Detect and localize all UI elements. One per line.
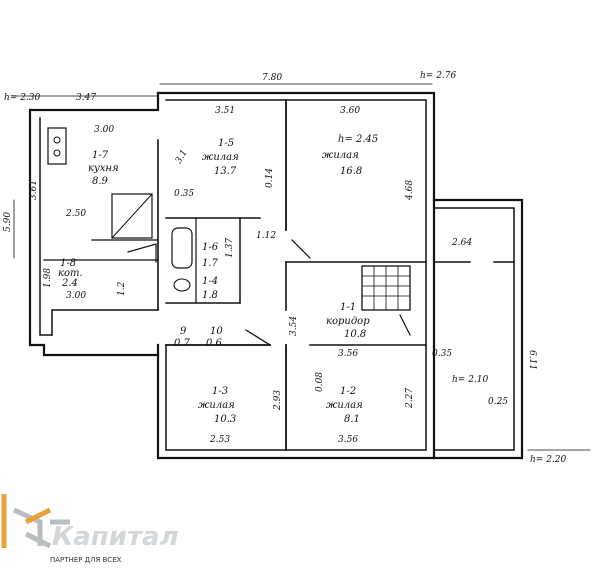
ext-ceiling-dim: h= 2.10: [452, 375, 489, 385]
wall-014-dim: 0.14: [265, 168, 275, 188]
room-r14-area: 16.8: [340, 166, 362, 177]
room-1-4-id: 1-4: [202, 276, 218, 287]
r12-width-dim: 3.56: [338, 435, 358, 445]
left-wing-dim: 3.47: [76, 93, 96, 103]
ext-height-dim: 6.11: [527, 350, 537, 370]
r16-width-dim: 1.12: [256, 231, 276, 241]
room-1-2-id: 1-2: [340, 386, 356, 397]
diag-31-dim: 3.1: [174, 148, 190, 165]
room-1-5-id: 1-5: [218, 138, 234, 149]
room-1-3-name: жилая: [198, 400, 235, 411]
wall-025-dim: 0.25: [488, 397, 508, 407]
cube-logo-icon: [1, 494, 70, 549]
room-9-area: 0.7: [174, 338, 191, 349]
hall-window-diagonal: [111, 193, 153, 239]
left-side-dim: 5.90: [3, 212, 13, 232]
left-height-label: h= 2.30: [4, 93, 41, 103]
logo-tagline: ПАРТНЕР ДЛЯ ВСЕХ: [50, 556, 122, 564]
wall-035-a-dim: 0.35: [174, 189, 194, 199]
room-1-3-id: 1-3: [212, 386, 228, 397]
r13-height-dim: 2.93: [273, 390, 283, 411]
sink-icon: [173, 278, 191, 292]
room-1-2-name: жилая: [326, 400, 363, 411]
hall-height-dim: 2.50: [65, 209, 86, 219]
stair-steps: [361, 265, 411, 311]
room-1-8-area: 2.4: [61, 278, 78, 289]
room-r14-id: h= 2.45: [338, 134, 378, 145]
room-9-id: 9: [180, 326, 187, 337]
room-1-7-name: кухня: [88, 163, 119, 174]
room-1-8-id: 1-8: [60, 258, 76, 269]
door-swing-corridor: [291, 239, 311, 259]
boiler-step-icon: [127, 243, 157, 263]
door-swing-left: [245, 329, 271, 346]
room-1-8-name: кот.: [58, 268, 83, 279]
wall-008-dim: 0.08: [315, 372, 325, 392]
room-1-4-area: 1.8: [202, 290, 218, 301]
bedroom15-width-dim: 3.51: [215, 106, 235, 116]
room-1-6-area: 1.7: [202, 258, 219, 269]
hall-window-icon: [111, 193, 153, 239]
r13-width-dim: 2.53: [209, 435, 230, 445]
kitchen-width-dim: 3.00: [94, 125, 114, 135]
room-1-5-area: 13.7: [214, 166, 237, 177]
right-extension-inner-wall: [433, 207, 515, 451]
boiler-width-dim: 3.00: [66, 291, 86, 301]
ext-width-dim: 2.64: [451, 238, 472, 248]
room-10-id: 10: [210, 326, 223, 337]
room-1-7-id: 1-7: [92, 150, 109, 161]
door-swing-right: [399, 314, 411, 336]
left-annex-wall: [28, 91, 160, 357]
corridor-height-dim: 3.54: [289, 316, 299, 336]
room-1-1-name: коридор: [326, 316, 370, 327]
room-r14-name: жилая: [322, 150, 359, 161]
room-1-7-area: 8.9: [92, 176, 109, 187]
boiler-bottom-wall: [51, 309, 159, 336]
stove-icon: [47, 127, 67, 165]
room-1-1-id: 1-1: [340, 302, 356, 313]
overall-width-label: 7.80: [262, 73, 282, 83]
wall-035-b-dim: 0.35: [432, 349, 452, 359]
wc-width-dim: 1.2: [117, 281, 127, 296]
logo-brand-text: Капитал: [52, 522, 179, 552]
left-annex-inner-wall: [39, 117, 53, 336]
boiler-height-dim: 1.98: [43, 268, 53, 288]
room-1-6-id: 1-6: [202, 242, 219, 253]
room-10-area: 0.6: [206, 338, 223, 349]
room-1-1-area: 10.8: [344, 329, 366, 340]
right-extension-wall: [432, 198, 524, 460]
room-1-3-area: 10.3: [214, 414, 236, 425]
burner-icon: [53, 149, 61, 157]
r12-top-width-dim: 3.56: [338, 349, 358, 359]
main-height-label: h= 2.76: [420, 71, 457, 81]
r12-height-dim: 2.27: [405, 388, 415, 409]
main-inner-wall: [165, 99, 427, 451]
right-height-label: h= 2.20: [530, 455, 567, 465]
company-logo: Капитал ПАРТНЕР ДЛЯ ВСЕХ: [1, 494, 179, 564]
kitchen-height-dim: 3.61: [29, 180, 39, 200]
bedroom14-width-dim: 3.60: [340, 106, 360, 116]
r16-height-dim: 1.37: [225, 238, 235, 258]
burner-icon: [53, 136, 61, 144]
room-1-5-name: жилая: [202, 152, 239, 163]
bathtub-icon: [171, 227, 193, 269]
bedroom14-height-dim: 4.68: [405, 180, 415, 201]
room-1-2-area: 8.1: [344, 414, 360, 425]
